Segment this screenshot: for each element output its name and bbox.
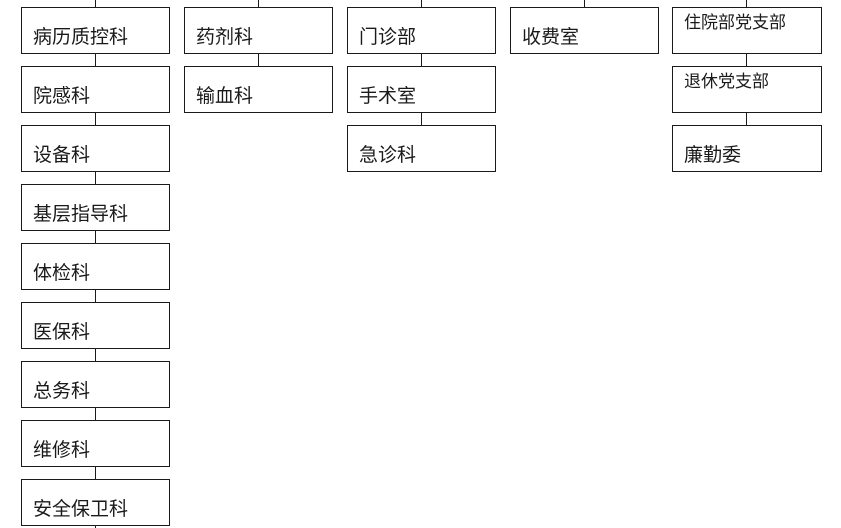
connector-line	[421, 113, 423, 125]
connector-line	[95, 231, 97, 243]
org-node: 收费室	[510, 7, 659, 54]
connector-line	[584, 0, 586, 7]
org-node: 安全保卫科	[21, 479, 170, 526]
org-node: 体检科	[21, 243, 170, 290]
org-node: 退休党支部	[672, 66, 822, 113]
connector-line	[421, 0, 423, 7]
connector-line	[258, 54, 260, 66]
org-node: 设备科	[21, 125, 170, 172]
connector-line	[746, 0, 748, 7]
org-node: 输血科	[184, 66, 333, 113]
connector-line	[746, 113, 748, 125]
connector-line	[95, 408, 97, 420]
connector-line	[95, 349, 97, 361]
org-node: 基层指导科	[21, 184, 170, 231]
connector-line	[95, 290, 97, 302]
connector-line	[95, 113, 97, 125]
org-node: 维修科	[21, 420, 170, 467]
org-node: 总务科	[21, 361, 170, 408]
org-node: 住院部党支部	[672, 7, 822, 54]
connector-line	[95, 172, 97, 184]
org-node: 病历质控科	[21, 7, 170, 54]
org-node: 手术室	[347, 66, 496, 113]
org-node: 门诊部	[347, 7, 496, 54]
org-node: 药剂科	[184, 7, 333, 54]
connector-line	[95, 0, 97, 7]
connector-line	[258, 0, 260, 7]
org-node: 院感科	[21, 66, 170, 113]
org-node: 急诊科	[347, 125, 496, 172]
connector-line	[421, 54, 423, 66]
connector-line	[95, 467, 97, 479]
connector-line	[746, 54, 748, 66]
org-node: 廉勤委	[672, 125, 822, 172]
connector-line	[95, 526, 97, 528]
org-node: 医保科	[21, 302, 170, 349]
connector-line	[95, 54, 97, 66]
